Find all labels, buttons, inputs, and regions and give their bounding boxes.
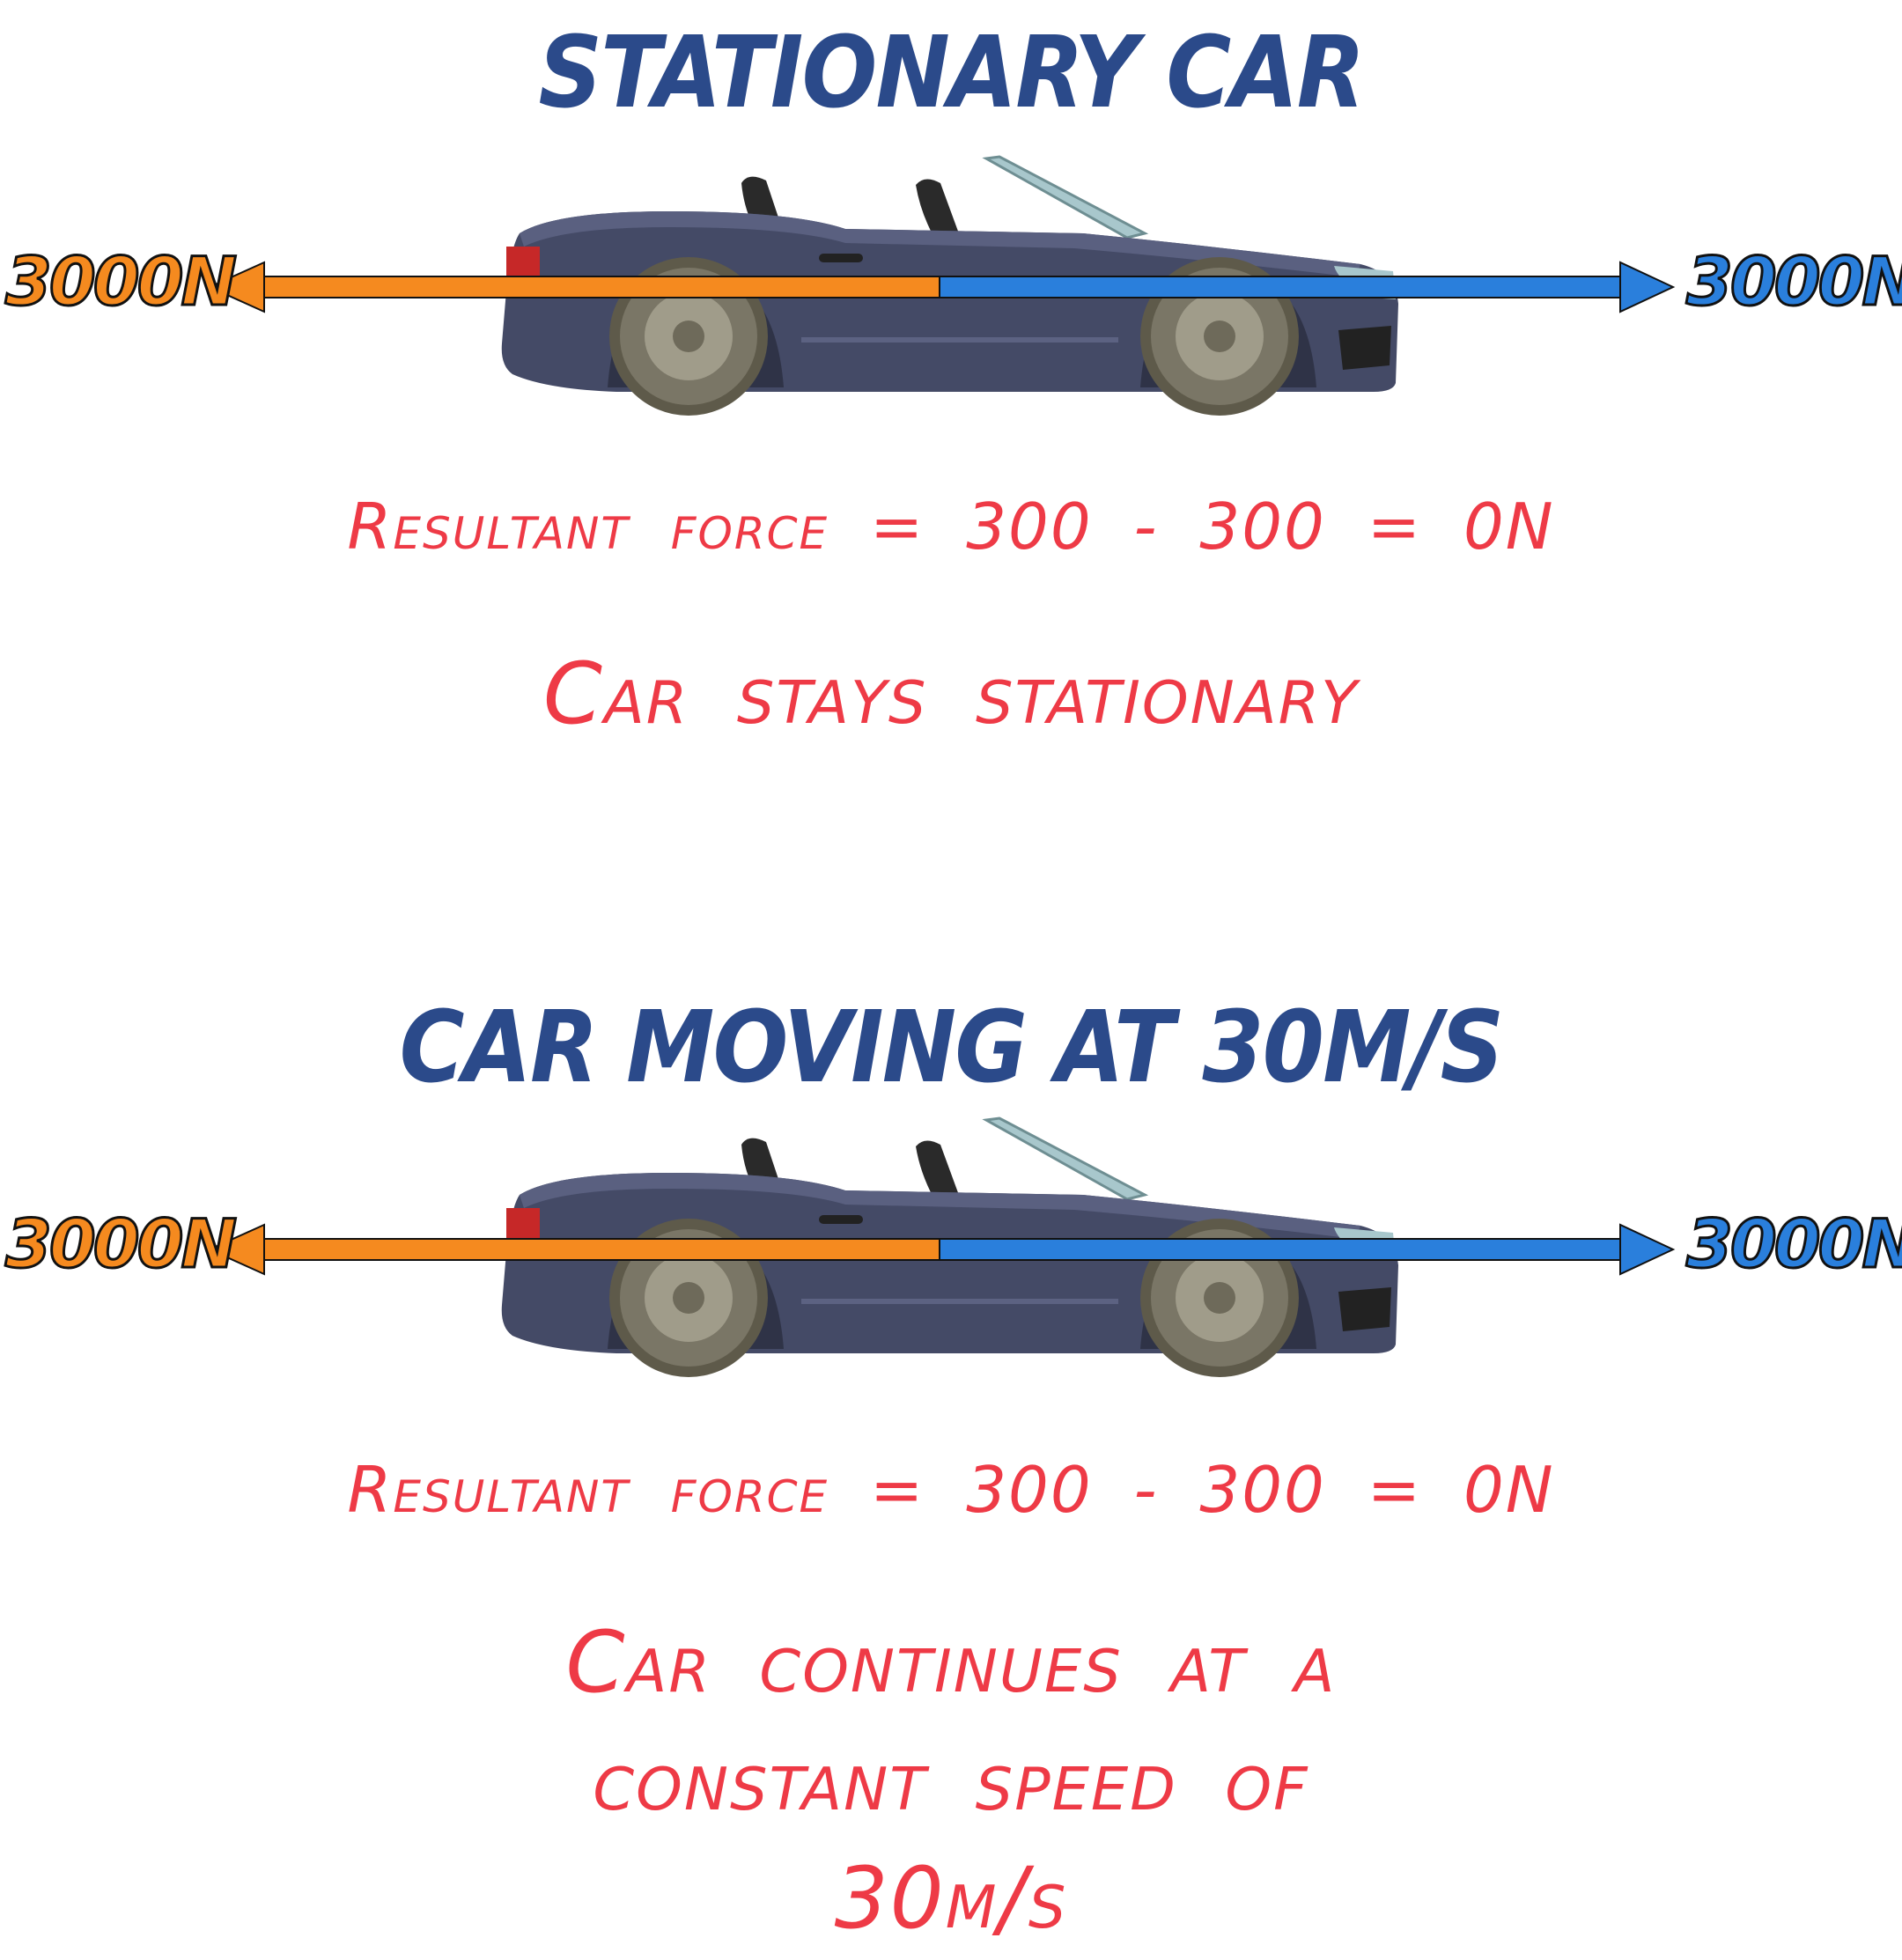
right-force-label: 3000N xyxy=(1685,241,1902,322)
car-force-diagram-1 xyxy=(207,155,1676,416)
panel-2-conclusion-line-1: Car continues at a xyxy=(565,1613,1337,1712)
left-force-label: 3000N xyxy=(4,1204,238,1285)
panel-2-title: Car moving at 30m/s xyxy=(399,991,1505,1105)
right-force-arrow xyxy=(939,1223,1676,1276)
left-force-label: 3000N xyxy=(4,241,238,322)
right-force-label: 3000N xyxy=(1685,1204,1902,1285)
left-force-arrow xyxy=(207,261,940,313)
panel-2-equation: Resultant force = 300 - 300 = 0N xyxy=(347,1453,1555,1527)
panel-1-title: Stationary car xyxy=(538,16,1365,130)
left-force-arrow xyxy=(207,1223,940,1276)
panel-2-conclusion-line-3: 30m/s xyxy=(834,1849,1068,1948)
panel-1-car-diagram xyxy=(0,150,1902,449)
panel-1-equation: Resultant force = 300 - 300 = 0N xyxy=(347,490,1555,564)
panel-2-car-diagram xyxy=(0,1111,1902,1411)
car-force-diagram-2 xyxy=(207,1116,1676,1377)
panel-1-conclusion: Car stays stationary xyxy=(542,645,1360,743)
right-force-arrow xyxy=(939,261,1676,313)
panel-2-conclusion-line-2: constant speed of xyxy=(593,1731,1309,1830)
